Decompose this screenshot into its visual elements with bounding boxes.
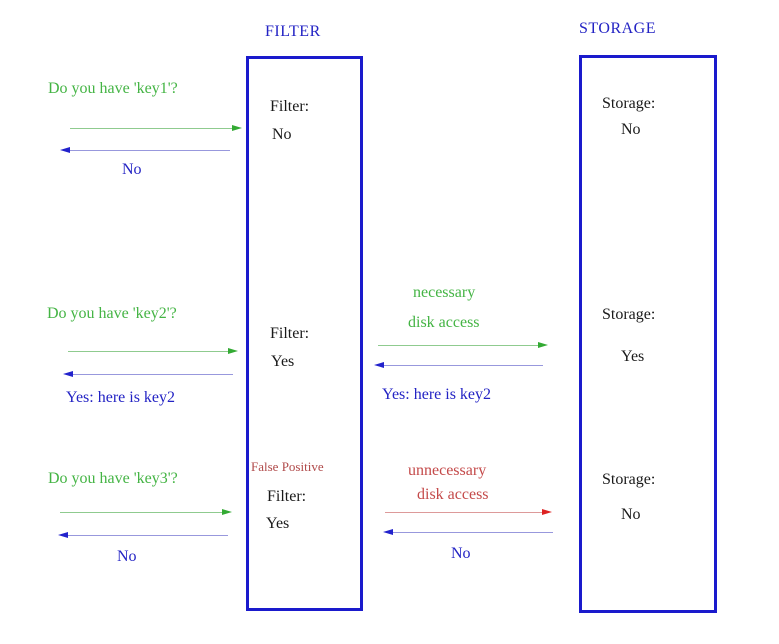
storage-state-value-2: Yes <box>621 348 645 365</box>
filter-state-value-3: Yes <box>266 515 290 532</box>
disk-access-note-line2: disk access <box>408 314 480 331</box>
client-query-key1: Do you have 'key1'? <box>48 80 178 97</box>
query-arrow-right-icon <box>68 348 238 355</box>
filter-state-value-1: No <box>272 126 292 143</box>
filter-response-key2: Yes: here is key2 <box>66 389 176 406</box>
response-arrow-left-icon <box>60 147 230 154</box>
storage-state-label-1: Storage: <box>602 95 656 112</box>
disk-access-note-line1: unnecessary <box>408 462 487 479</box>
filter-state-label-2: Filter: <box>270 325 310 342</box>
filter-box <box>246 56 363 611</box>
client-query-key2: Do you have 'key2'? <box>47 305 177 322</box>
false-positive-annotation: False Positive <box>251 459 324 474</box>
storage-column-heading: STORAGE <box>579 20 656 37</box>
disk-query-arrow-right-icon <box>385 509 552 516</box>
disk-access-note-line2: disk access <box>417 486 489 503</box>
disk-query-arrow-right-icon <box>378 342 548 349</box>
storage-state-label-3: Storage: <box>602 471 656 488</box>
disk-response-arrow-left-icon <box>383 529 553 536</box>
filter-state-label-3: Filter: <box>267 488 307 505</box>
storage-response-key2: Yes: here is key2 <box>382 386 492 403</box>
filter-response-key1: No <box>122 161 142 178</box>
storage-state-label-2: Storage: <box>602 306 656 323</box>
response-arrow-left-icon <box>58 532 228 539</box>
storage-box <box>579 55 717 613</box>
storage-state-value-3: No <box>621 506 641 523</box>
client-query-key3: Do you have 'key3'? <box>48 470 178 487</box>
disk-access-note-line1: necessary <box>413 284 476 301</box>
filter-state-label-1: Filter: <box>270 98 310 115</box>
storage-response-key3: No <box>451 545 471 562</box>
storage-state-value-1: No <box>621 121 641 138</box>
query-arrow-right-icon <box>60 509 232 516</box>
query-arrow-right-icon <box>70 125 242 132</box>
response-arrow-left-icon <box>63 371 233 378</box>
filter-state-value-2: Yes <box>271 353 295 370</box>
disk-response-arrow-left-icon <box>374 362 543 369</box>
filter-column-heading: FILTER <box>265 23 321 40</box>
filter-response-key3: No <box>117 548 137 565</box>
